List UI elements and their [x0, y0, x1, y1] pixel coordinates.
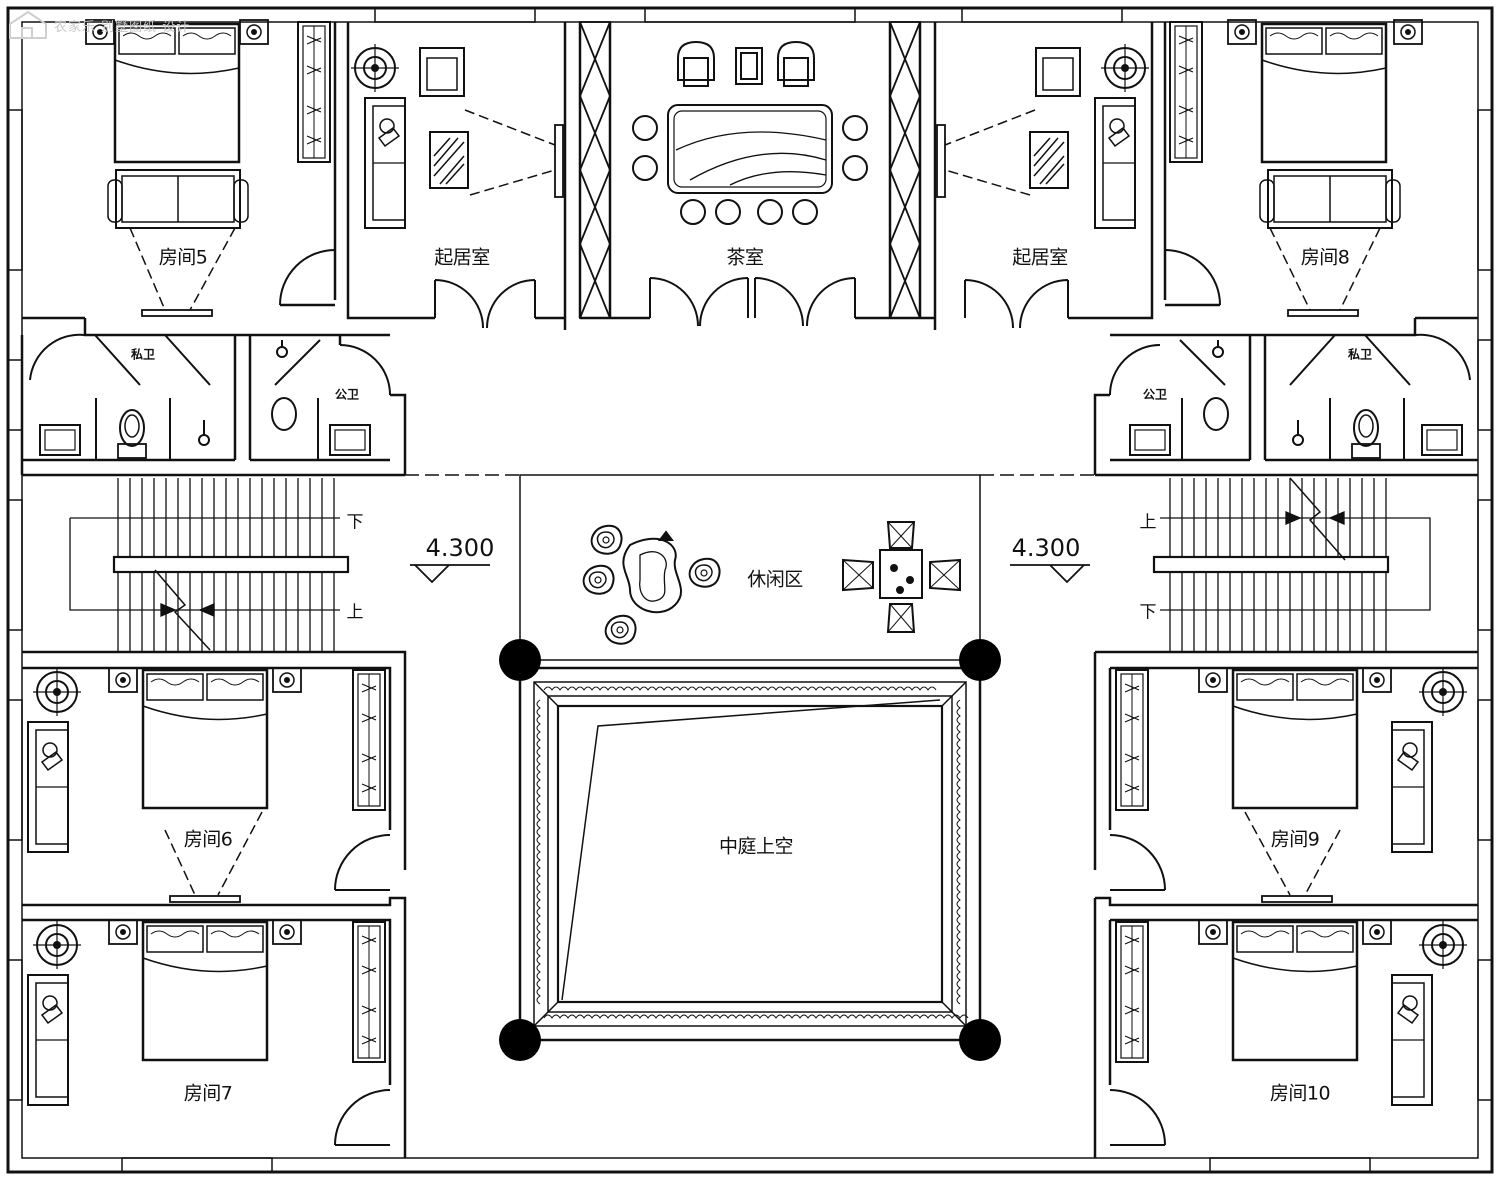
exterior-walls — [6, 6, 1494, 1174]
room6-furniture — [27, 667, 386, 903]
bathroom-fixtures — [39, 340, 1463, 460]
living-room-left-furniture — [350, 43, 564, 229]
house-logo-icon — [9, 10, 47, 39]
atrium-void — [518, 666, 982, 1042]
tea-room-furniture — [632, 40, 868, 225]
room7-furniture — [27, 919, 386, 1106]
room8-furniture — [1169, 19, 1423, 317]
level-markers — [410, 564, 1090, 584]
stair-right — [1152, 477, 1431, 652]
lattice-screens — [579, 21, 921, 319]
door-swings — [29, 249, 1471, 1146]
atrium-columns — [499, 639, 1001, 1061]
stair-left — [69, 478, 350, 652]
room5-furniture — [85, 19, 331, 317]
living-room-right-furniture — [936, 43, 1150, 229]
lounge-furniture — [582, 521, 961, 645]
room9-furniture — [1115, 667, 1468, 903]
room10-furniture — [1115, 919, 1468, 1106]
